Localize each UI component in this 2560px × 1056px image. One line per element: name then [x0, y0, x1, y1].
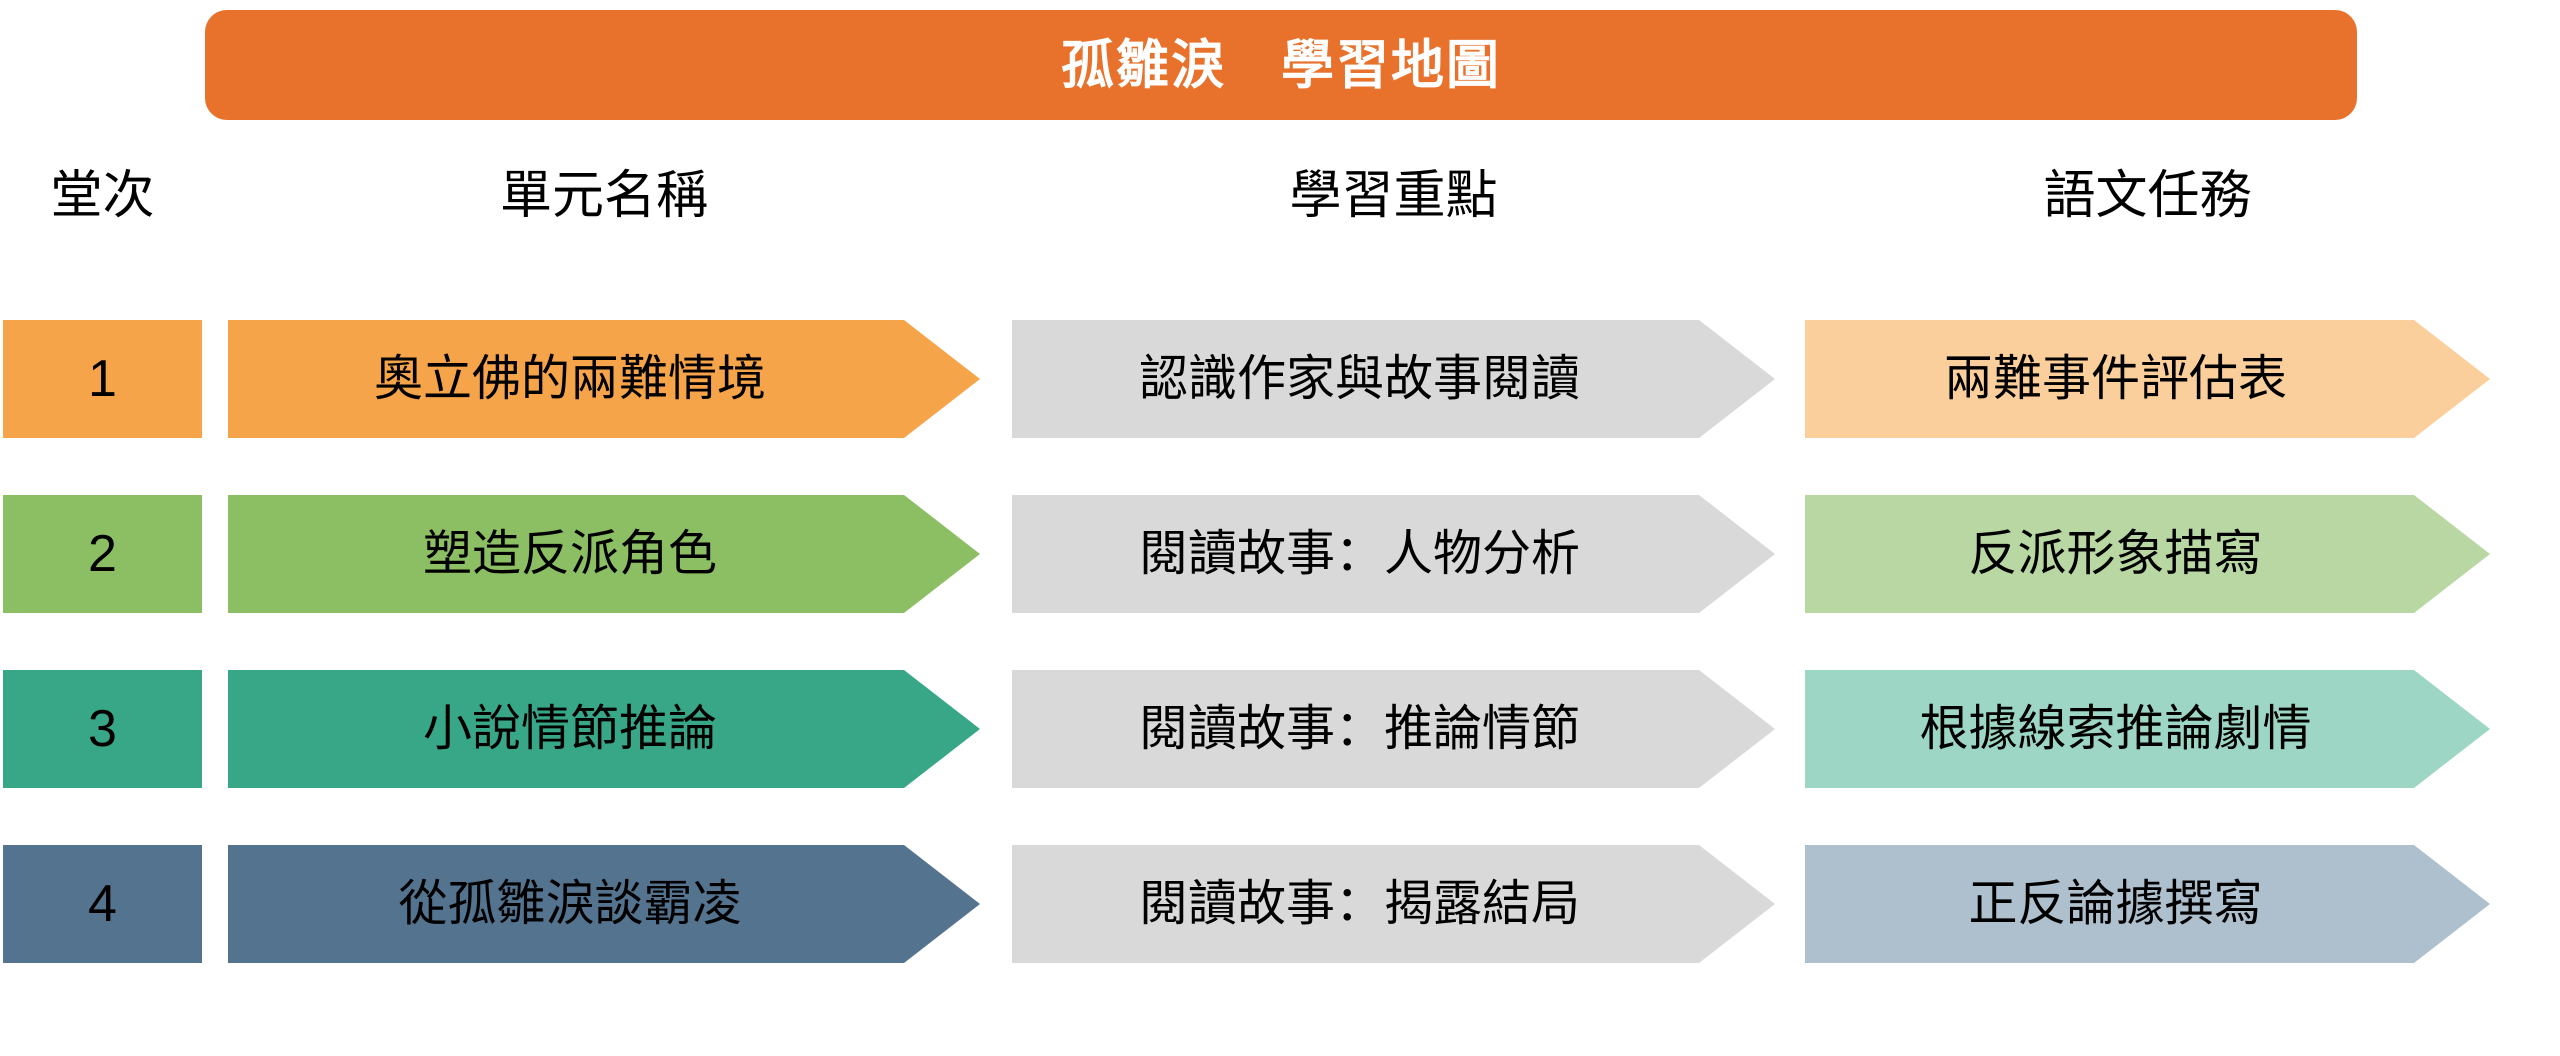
language-task-arrow: 根據線索推論劇情 [1805, 670, 2490, 788]
title-banner: 孤雛淚 學習地圖 [205, 10, 2357, 120]
learning-focus-label: 閱讀故事：人物分析 [1138, 526, 1580, 581]
session-number-box: 3 [3, 670, 202, 788]
table-row: 2 塑造反派角色 閱讀故事：人物分析 反派形象描寫 [0, 495, 2560, 613]
unit-name-arrow: 小說情節推論 [228, 670, 980, 788]
language-task-arrow: 反派形象描寫 [1805, 495, 2490, 613]
unit-name-arrow: 從孤雛淚談霸凌 [228, 845, 980, 963]
learning-focus-arrow: 認識作家與故事閱讀 [1012, 320, 1775, 438]
unit-name-label: 從孤雛淚談霸凌 [398, 876, 742, 931]
learning-focus-label: 閱讀故事：推論情節 [1138, 701, 1580, 756]
language-task-arrow: 兩難事件評估表 [1805, 320, 2490, 438]
language-task-arrow: 正反論據撰寫 [1805, 845, 2490, 963]
session-number: 2 [88, 525, 117, 583]
language-task-label: 根據線索推論劇情 [1919, 701, 2312, 756]
column-header-learning-focus: 學習重點 [1289, 166, 1498, 225]
session-number: 1 [88, 350, 117, 408]
unit-name-arrow: 奧立佛的兩難情境 [228, 320, 980, 438]
column-header-language-task: 語文任務 [2043, 166, 2252, 225]
learning-focus-arrow: 閱讀故事：推論情節 [1012, 670, 1775, 788]
unit-name-arrow: 塑造反派角色 [228, 495, 980, 613]
learning-focus-arrow: 閱讀故事：揭露結局 [1012, 845, 1775, 963]
column-header-session: 堂次 [50, 166, 155, 225]
learning-focus-arrow: 閱讀故事：人物分析 [1012, 495, 1775, 613]
language-task-label: 兩難事件評估表 [1943, 351, 2287, 406]
session-number: 3 [88, 700, 117, 758]
unit-name-label: 小說情節推論 [422, 701, 717, 756]
page-title: 孤雛淚 學習地圖 [1061, 35, 1501, 95]
unit-name-label: 奧立佛的兩難情境 [373, 351, 766, 406]
table-row: 4 從孤雛淚談霸凌 閱讀故事：揭露結局 正反論據撰寫 [0, 845, 2560, 963]
table-row: 1 奧立佛的兩難情境 認識作家與故事閱讀 兩難事件評估表 [0, 320, 2560, 438]
table-row: 3 小說情節推論 閱讀故事：推論情節 根據線索推論劇情 [0, 670, 2560, 788]
learning-focus-label: 閱讀故事：揭露結局 [1138, 876, 1580, 931]
session-number-box: 2 [3, 495, 202, 613]
language-task-label: 反派形象描寫 [1968, 526, 2263, 581]
session-number-box: 1 [3, 320, 202, 438]
unit-name-label: 塑造反派角色 [422, 526, 717, 581]
column-header-unit-name: 單元名稱 [499, 166, 708, 225]
session-number: 4 [88, 875, 117, 933]
learning-focus-label: 認識作家與故事閱讀 [1138, 351, 1580, 406]
session-number-box: 4 [3, 845, 202, 963]
language-task-label: 正反論據撰寫 [1968, 876, 2263, 931]
